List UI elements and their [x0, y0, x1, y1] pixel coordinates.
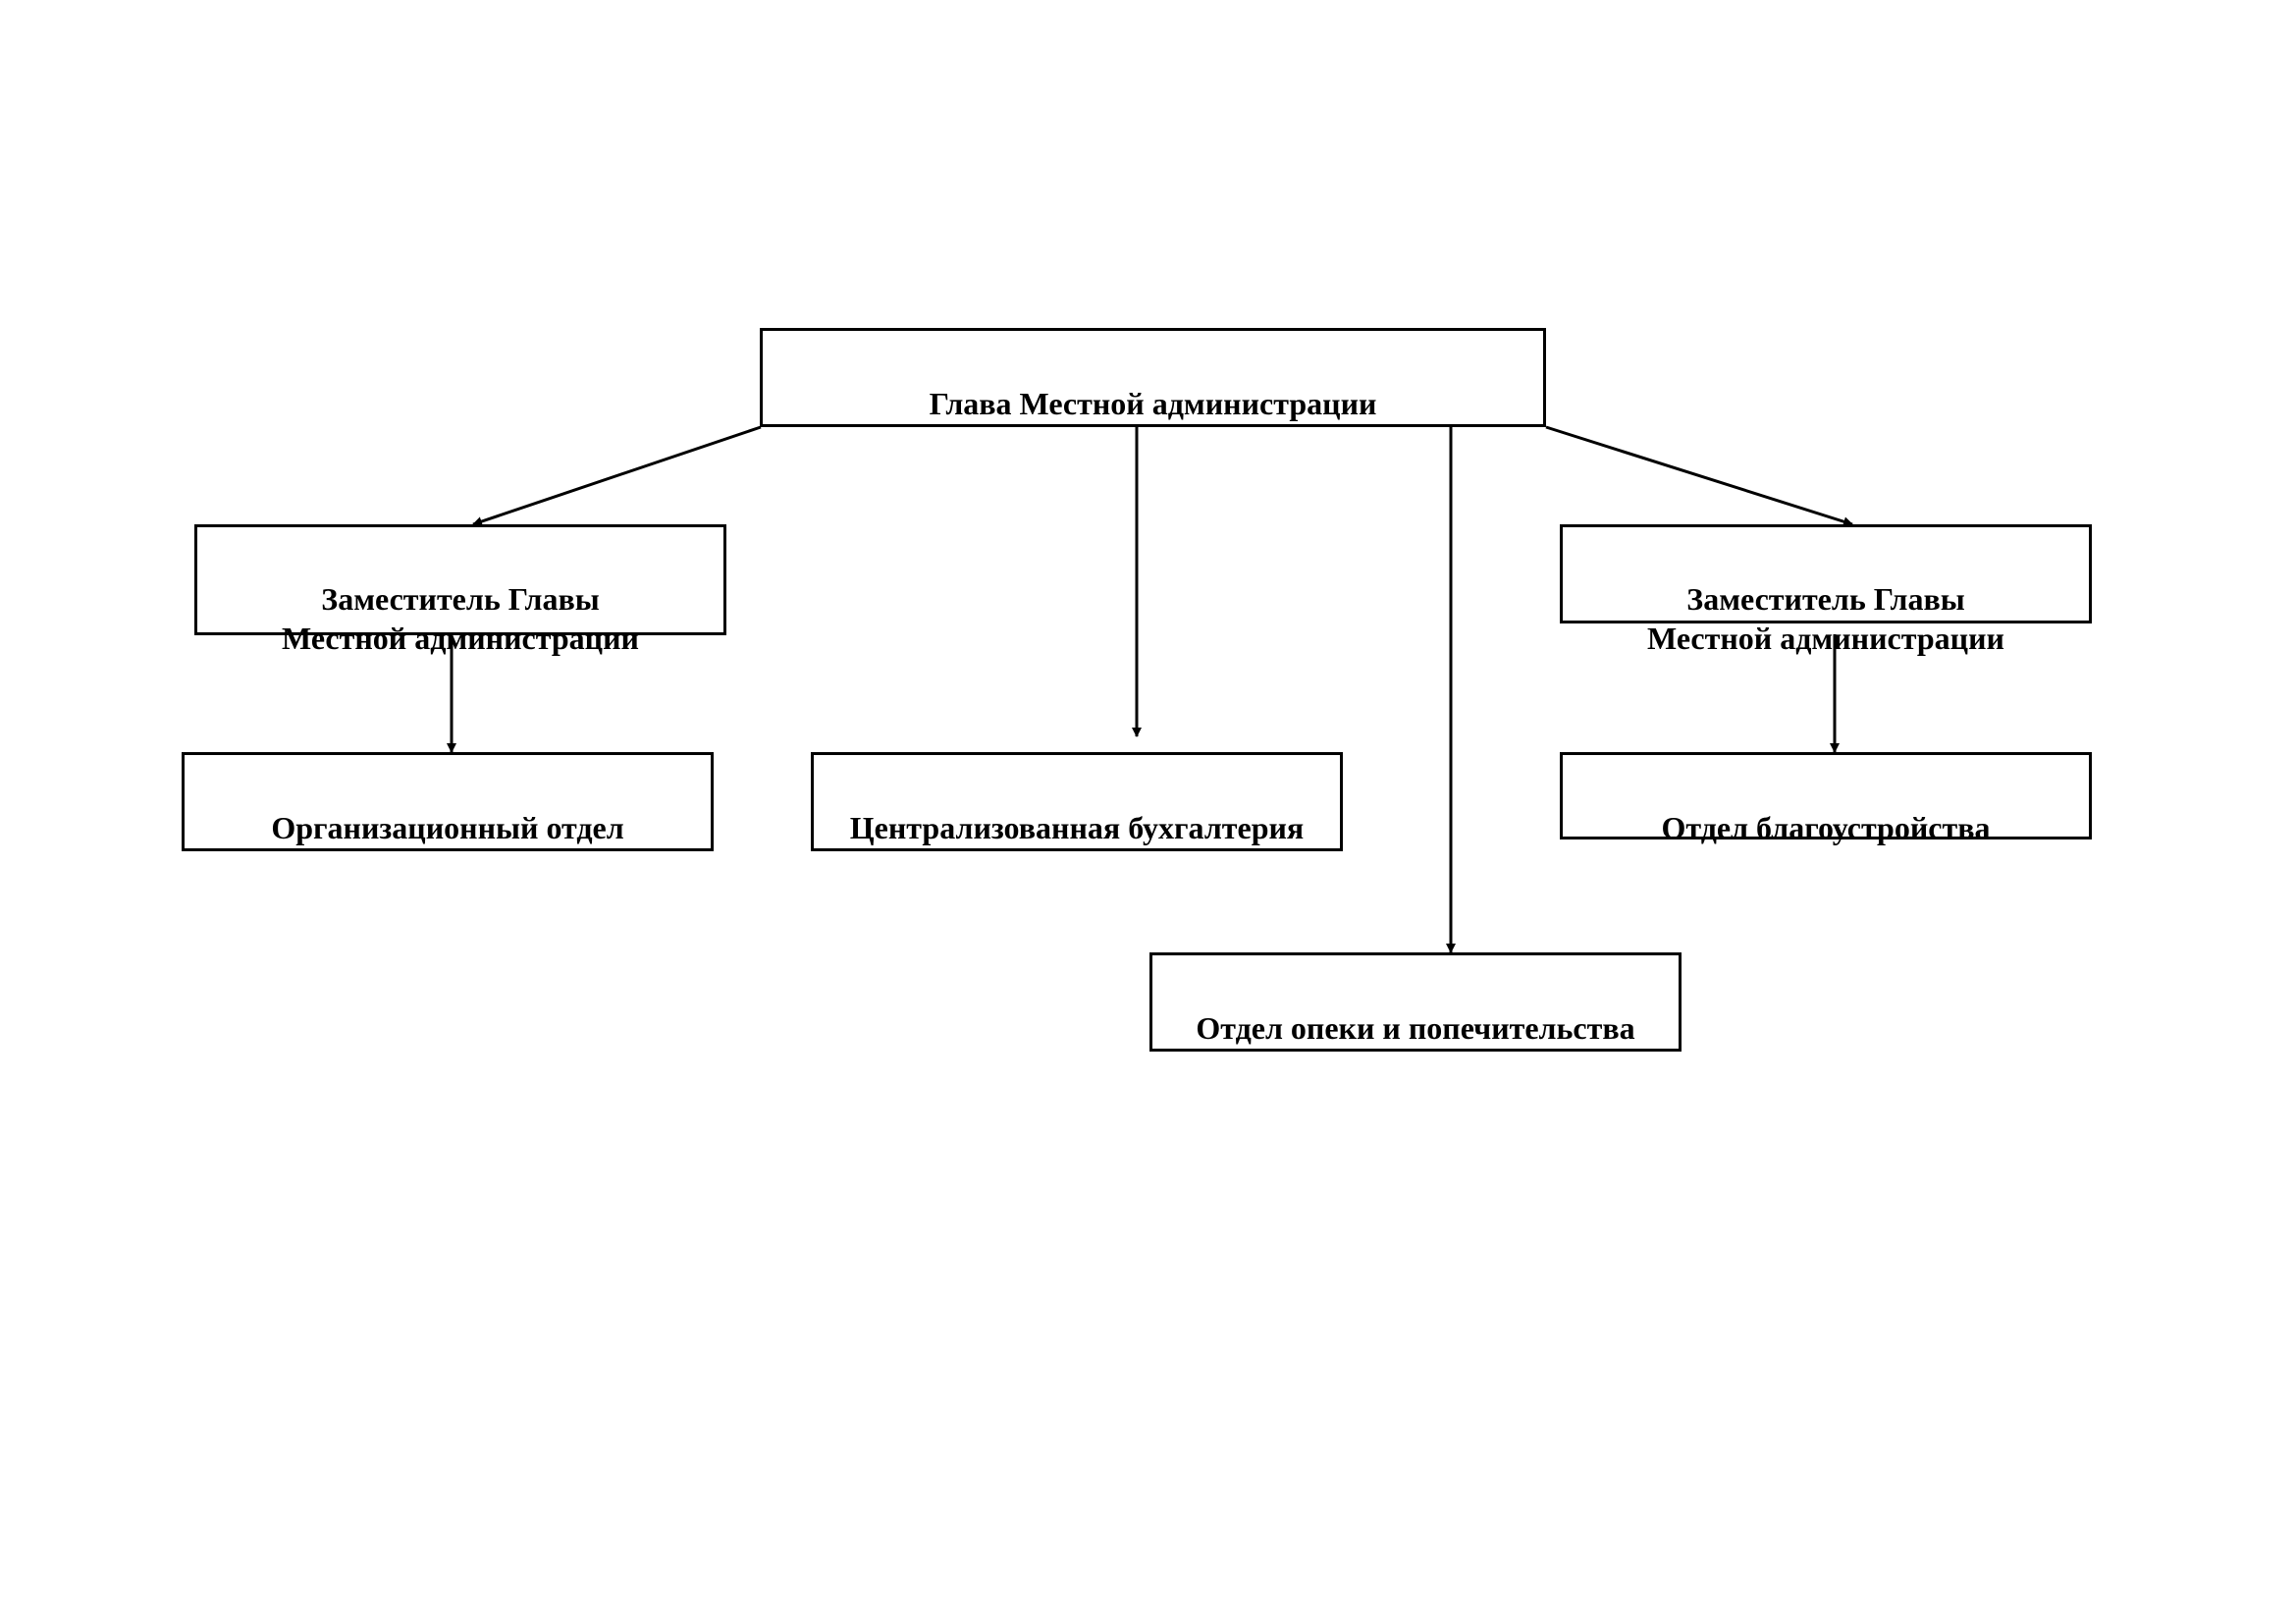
arrow-head-to-deputy-right: [1545, 425, 1853, 527]
node-guardianship-department: Отдел опеки и попечительства: [1149, 952, 1682, 1052]
arrow-head-to-deputy-left: [472, 425, 762, 526]
node-label: Заместитель Главы Местной администрации: [1647, 581, 2004, 656]
node-label: Организационный отдел: [271, 810, 624, 845]
node-label: Отдел благоустройства: [1661, 810, 1991, 845]
node-label: Централизованная бухгалтерия: [849, 810, 1305, 845]
node-deputy-right: Заместитель Главы Местной администрации: [1560, 524, 2092, 656]
node-improvement-department: Отдел благоустройства: [1560, 752, 2092, 845]
node-label: Отдел опеки и попечительства: [1196, 1010, 1635, 1046]
node-deputy-left: Заместитель Главы Местной администрации: [194, 524, 726, 656]
node-head-of-administration: Глава Местной администрации: [760, 328, 1546, 427]
node-label: Заместитель Главы Местной администрации: [282, 581, 639, 656]
node-centralized-accounting: Централизованная бухгалтерия: [811, 752, 1343, 851]
node-label: Глава Местной администрации: [929, 386, 1377, 421]
node-organizational-department: Организационный отдел: [182, 752, 714, 851]
